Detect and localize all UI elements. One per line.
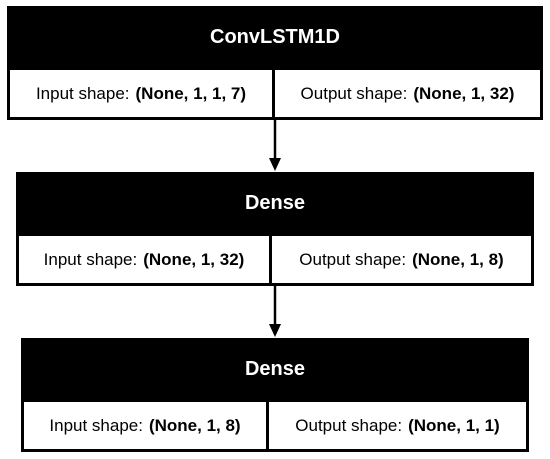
- layer-title: Dense: [19, 175, 531, 233]
- input-shape-value: (None, 1, 8): [148, 415, 241, 435]
- output-shape-value: (None, 1, 8): [412, 249, 504, 269]
- input-shape-value: (None, 1, 32): [143, 249, 245, 269]
- output-shape-label: Output shape:: [299, 249, 407, 269]
- input-shape-label: Input shape:: [43, 249, 138, 269]
- output-shape-cell: Output shape: (None, 1, 8): [269, 236, 531, 283]
- layer-shapes-row: Input shape: (None, 1, 32) Output shape:…: [19, 233, 531, 283]
- layer-node-dense-1: Dense Input shape: (None, 1, 32) Output …: [16, 172, 534, 286]
- layer-shapes-row: Input shape: (None, 1, 1, 7) Output shap…: [10, 67, 540, 117]
- connector-arrow-1: [269, 120, 281, 171]
- input-shape-label: Input shape:: [49, 415, 143, 435]
- layer-title: ConvLSTM1D: [10, 9, 540, 67]
- output-shape-label: Output shape:: [300, 83, 408, 103]
- input-shape-cell: Input shape: (None, 1, 32): [19, 236, 269, 283]
- input-shape-label: Input shape:: [35, 83, 130, 103]
- layer-node-dense-2: Dense Input shape: (None, 1, 8) Output s…: [21, 338, 529, 452]
- layer-shapes-row: Input shape: (None, 1, 8) Output shape: …: [24, 399, 526, 449]
- layer-node-convlstm1d: ConvLSTM1D Input shape: (None, 1, 1, 7) …: [7, 6, 543, 120]
- layer-title: Dense: [24, 341, 526, 399]
- input-shape-value: (None, 1, 1, 7): [135, 83, 247, 103]
- output-shape-cell: Output shape: (None, 1, 32): [272, 70, 540, 117]
- output-shape-cell: Output shape: (None, 1, 1): [266, 402, 526, 449]
- input-shape-cell: Input shape: (None, 1, 8): [24, 402, 266, 449]
- connector-arrow-2: [269, 286, 281, 337]
- output-shape-label: Output shape:: [295, 415, 403, 435]
- output-shape-value: (None, 1, 32): [413, 83, 515, 103]
- output-shape-value: (None, 1, 1): [408, 415, 500, 435]
- input-shape-cell: Input shape: (None, 1, 1, 7): [10, 70, 272, 117]
